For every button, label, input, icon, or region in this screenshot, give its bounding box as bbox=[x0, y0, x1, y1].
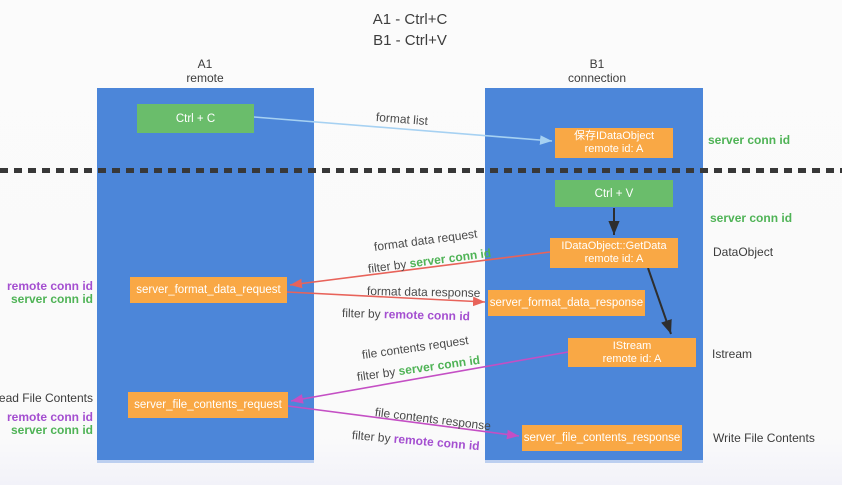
node-istream-line1: IStream bbox=[612, 339, 652, 352]
filter-prefix: filter by bbox=[356, 364, 400, 384]
annotation-server-conn-id-mid: server conn id bbox=[710, 211, 793, 225]
filter-key-server-conn-id: server conn id bbox=[397, 352, 481, 379]
node-ctrl-v-label: Ctrl + V bbox=[594, 187, 634, 200]
node-save-idataobject: 保存IDataObject remote id: A bbox=[555, 128, 673, 158]
node-idataobject-getdata: IDataObject::GetData remote id: A bbox=[550, 238, 678, 268]
flow-label-format-data-response-filter: filter by remote conn id bbox=[342, 306, 470, 323]
filter-key-remote-conn-id: remote conn id bbox=[383, 307, 471, 324]
node-save-line2: remote id: A bbox=[584, 143, 644, 155]
flow-label-file-contents-response: file contents response bbox=[374, 405, 492, 434]
annotation-dataobject: DataObject bbox=[713, 245, 774, 259]
node-file-response-label: server_file_contents_response bbox=[523, 432, 681, 444]
node-server-format-data-request: server_format_data_request bbox=[130, 277, 287, 303]
lane-a1-title: A1 bbox=[197, 57, 213, 71]
node-server-format-data-response: server_format_data_response bbox=[488, 290, 645, 316]
annotation-remote-conn-id-bottom: remote conn id bbox=[6, 410, 93, 424]
filter-key-remote-conn-id: remote conn id bbox=[393, 431, 481, 454]
lane-b1-subtitle: connection bbox=[567, 71, 627, 85]
node-ctrl-c: Ctrl + C bbox=[137, 104, 254, 133]
node-server-file-contents-request: server_file_contents_request bbox=[128, 392, 288, 418]
annotation-write-file-contents: Write File Contents bbox=[713, 431, 815, 445]
dashed-divider-line bbox=[0, 168, 842, 173]
lane-header-a1: A1 remote bbox=[140, 57, 270, 85]
node-format-response-label: server_format_data_response bbox=[489, 297, 644, 309]
filter-prefix: filter by bbox=[367, 256, 411, 276]
annotation-server-conn-id-left-top: server conn id bbox=[10, 292, 93, 306]
flow-label-file-contents-response-filter: filter by remote conn id bbox=[351, 428, 480, 453]
annotation-server-conn-id-top: server conn id bbox=[708, 133, 791, 147]
node-format-request-label: server_format_data_request bbox=[136, 284, 281, 296]
annotation-remote-conn-id-top: remote conn id bbox=[6, 279, 93, 293]
node-istream: IStream remote id: A bbox=[568, 338, 696, 367]
lane-a1-subtitle: remote bbox=[186, 71, 224, 85]
title-line-2: B1 - Ctrl+V bbox=[373, 32, 447, 49]
node-ctrl-c-label: Ctrl + C bbox=[175, 112, 216, 125]
filter-key-server-conn-id: server conn id bbox=[408, 245, 492, 271]
lane-b1-title: B1 bbox=[589, 57, 605, 71]
node-istream-line2: remote id: A bbox=[602, 352, 662, 365]
title-line-1: A1 - Ctrl+C bbox=[372, 11, 448, 28]
annotation-read-file-contents: Read File Contents bbox=[0, 391, 93, 405]
node-getdata-line2: remote id: A bbox=[584, 253, 644, 265]
filter-prefix: filter by bbox=[341, 306, 385, 322]
node-ctrl-v: Ctrl + V bbox=[555, 180, 673, 207]
filter-prefix: filter by bbox=[351, 428, 395, 446]
annotation-server-conn-id-left-bottom: server conn id bbox=[10, 423, 93, 437]
diagram-title: A1 - Ctrl+C B1 - Ctrl+V bbox=[0, 9, 820, 51]
flow-label-format-data-response: format data response bbox=[366, 284, 481, 300]
annotation-istream: Istream bbox=[712, 347, 753, 361]
node-file-request-label: server_file_contents_request bbox=[134, 399, 282, 411]
node-server-file-contents-response: server_file_contents_response bbox=[522, 425, 682, 451]
lane-header-b1: B1 connection bbox=[532, 57, 662, 85]
node-getdata-line1: IDataObject::GetData bbox=[561, 240, 667, 252]
node-save-line1: 保存IDataObject bbox=[573, 130, 655, 142]
flow-label-format-list: format list bbox=[375, 110, 429, 129]
